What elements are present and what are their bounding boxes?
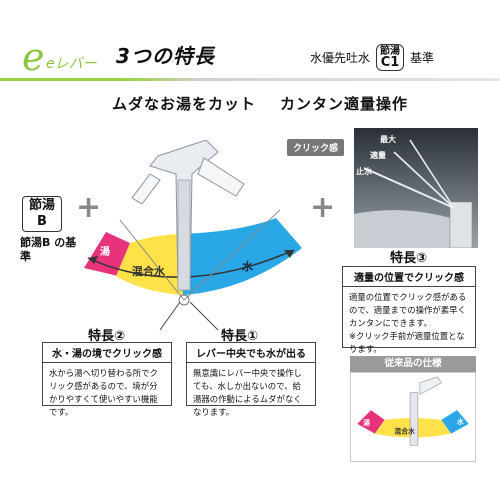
stop-label: 止水 xyxy=(356,166,373,176)
feature-3-title: 特長③ xyxy=(390,251,428,266)
legacy-cold-zone xyxy=(441,410,469,434)
class-badge-line2: C1 xyxy=(380,55,400,70)
feature-2-box: 水・湯の境でクリック感 水から湯へ切り替わる所でクリック感があるので、境が分かり… xyxy=(42,342,172,417)
class-badge: 節湯 C1 xyxy=(376,44,405,71)
subtitle: ムダなお湯をカット カンタン適量操作 xyxy=(112,93,408,114)
moderate-label: 適量 xyxy=(370,150,386,160)
brand-logo: e eレバー xyxy=(22,35,98,79)
subtitle-left: ムダなお湯をカット xyxy=(112,95,257,113)
legacy-diagram: 湯 混合水 水 xyxy=(350,372,476,462)
hot-label: 湯 xyxy=(100,245,110,258)
mixed-label: 混合水 xyxy=(132,264,166,278)
mixed-zone xyxy=(116,234,183,295)
cold-label: 水 xyxy=(242,259,254,273)
spec-text: 水優先吐水 xyxy=(310,51,371,65)
hot-zone xyxy=(84,232,130,276)
saving-class-note: 節湯B の基準 xyxy=(20,236,77,263)
feature-3-heading: 適量の位置でクリック感 xyxy=(343,267,475,287)
feature-3-body: 適量の位置でクリック感があるので、適量までの操作が素早くカンタンにできます。 xyxy=(349,292,467,328)
page-title: 3つの特長 xyxy=(116,44,215,68)
saving-class-badge: 節湯 B xyxy=(22,196,62,232)
brand-text: eレバー xyxy=(46,56,98,72)
class-badge-line1: 節湯 xyxy=(380,46,401,57)
svg-text:e: e xyxy=(22,35,45,79)
saving-badge-line1: 節湯 xyxy=(28,198,55,213)
feature-2-body: 水から湯へ切り替わる所でクリック感があるので、境が分かりやすくて使いやすい機能で… xyxy=(49,368,158,417)
feature-2-title: 特長② xyxy=(88,329,126,344)
legacy-mixed-label: 混合水 xyxy=(394,427,415,436)
cold-zone xyxy=(180,218,302,295)
feature-3-box: 適量の位置でクリック感 適量の位置でクリック感があるので、適量までの操作が素早く… xyxy=(342,266,476,354)
legacy-cold-label: 水 xyxy=(457,417,464,426)
feature-2-heading: 水・湯の境でクリック感 xyxy=(43,343,171,363)
saving-badge-line2: B xyxy=(37,214,47,229)
legacy-hot-label: 湯 xyxy=(363,418,370,427)
feature-1-title: 特長① xyxy=(221,329,259,344)
header-spec: 水優先吐水 節湯 C1 基準 xyxy=(310,44,434,71)
feature-1-body: 無意識にレバー中央で操作しても、水しか出ないので、給湯器の作動によるムダがなくな… xyxy=(193,368,302,417)
plus-icon: + xyxy=(310,190,336,225)
feature-1-heading: レバー中央でも水が出る xyxy=(187,343,315,363)
faucet-photo: 最大 適量 止水 xyxy=(354,128,478,248)
header-divider xyxy=(0,78,500,81)
legacy-hot-zone xyxy=(357,410,385,434)
click-feel-label: クリック感 xyxy=(287,139,345,156)
feature-1-box: レバー中央でも水が出る 無意識にレバー中央で操作しても、水しか出ないので、給湯器… xyxy=(186,342,316,417)
plus-icon: + xyxy=(76,190,102,225)
feature-3-note: ※クリック手前が適量位置となります。 xyxy=(349,331,465,354)
legacy-header: 従来品の仕様 xyxy=(350,356,476,372)
max-label: 最大 xyxy=(380,134,396,144)
standard-text: 基準 xyxy=(410,51,435,65)
subtitle-right: カンタン適量操作 xyxy=(280,95,409,113)
lever-range-diagram: 湯 混合水 水 xyxy=(84,140,302,330)
